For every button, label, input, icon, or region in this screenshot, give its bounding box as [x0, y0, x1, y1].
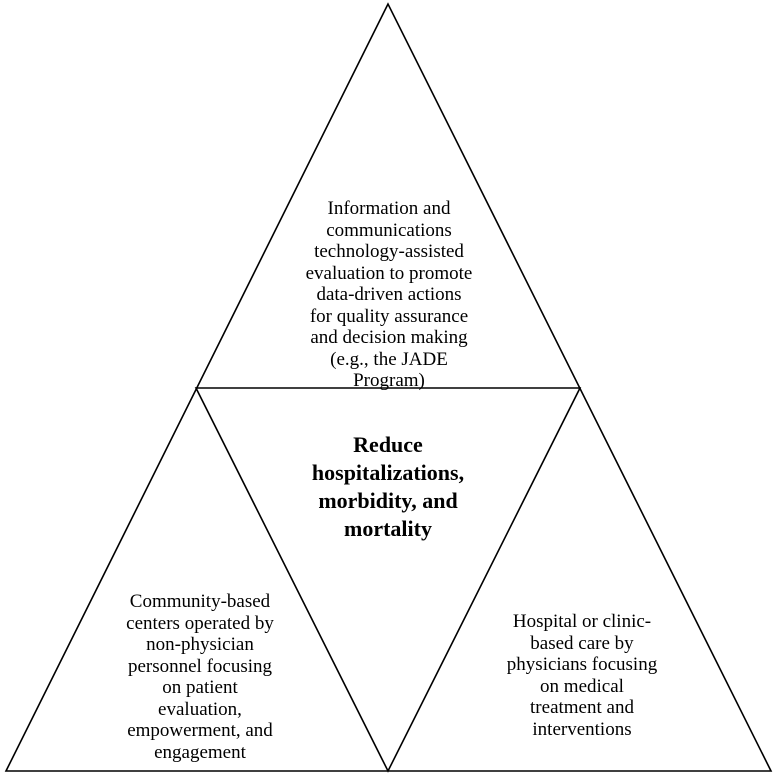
right-segment-text: Hospital or clinic- based care by physic…	[506, 611, 658, 740]
left-segment-text: Community-based centers operated by non-…	[126, 591, 274, 763]
center-goal-text: Reduce hospitalizations, morbidity, and …	[311, 432, 465, 541]
inner-triangle	[194, 387, 582, 773]
top-segment-text: Information and communications technolog…	[305, 198, 473, 391]
